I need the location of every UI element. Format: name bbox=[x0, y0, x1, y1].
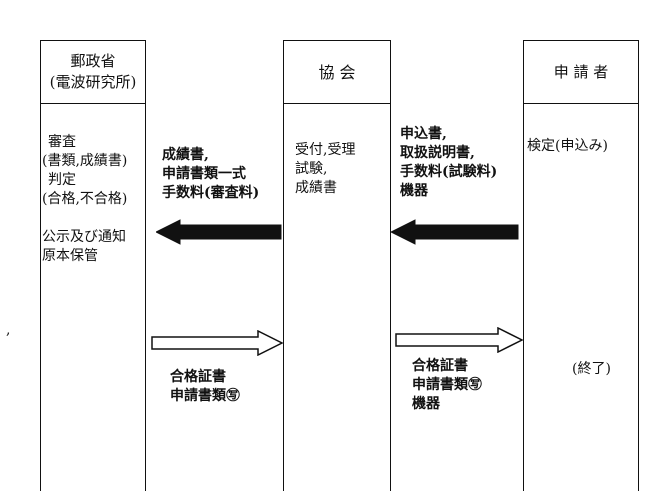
ministry-line-6: 公示及び通知 bbox=[42, 229, 126, 245]
association-column: 協 会 bbox=[283, 40, 391, 491]
association-line-1: 受付,受理 bbox=[295, 142, 356, 158]
ministry-line-2: (書類,成績書) bbox=[42, 153, 128, 169]
applicant-header: 申 請 者 bbox=[524, 41, 638, 104]
association-body: 受付,受理 試験, 成績書 bbox=[295, 141, 355, 198]
flow-right-top-line-2: 取扱説明書, bbox=[400, 145, 475, 161]
arrow-right-outline-1 bbox=[151, 330, 284, 356]
association-line-2: 試験, bbox=[295, 161, 328, 177]
ministry-header: 郵政省 (電波研究所) bbox=[41, 41, 145, 104]
flow-right-top-line-1: 申込書, bbox=[400, 126, 447, 142]
flow-left-top-line-2: 申請書類一式 bbox=[162, 166, 246, 182]
flow-left-top-line-3: 手数料(審査料) bbox=[162, 185, 260, 201]
ministry-line-1: 審査 bbox=[48, 134, 76, 150]
association-header: 協 会 bbox=[284, 41, 390, 104]
ministry-name: 郵政省 bbox=[70, 52, 116, 70]
flow-left-bottom: 合格証書 申請書類㊢ bbox=[170, 368, 240, 406]
flow-right-bottom-line-3: 機器 bbox=[412, 396, 440, 412]
flow-left-bottom-line-2: 申請書類㊢ bbox=[170, 388, 240, 404]
flow-right-bottom: 合格証書 申請書類㊢ 機器 bbox=[412, 357, 482, 414]
applicant-end: (終了) bbox=[572, 361, 611, 377]
applicant-line-1: 検定(申込み) bbox=[527, 138, 608, 154]
ministry-line-5 bbox=[42, 209, 127, 228]
ministry-body: 審査 (書類,成績書) 判定 (合格,不合格) 公示及び通知 原本保管 bbox=[42, 133, 127, 266]
applicant-body: 検定(申込み) bbox=[527, 137, 608, 156]
flow-left-top: 成績書, 申請書類一式 手数料(審査料) bbox=[162, 146, 259, 203]
association-line-3: 成績書 bbox=[295, 180, 337, 196]
arrow-right-outline-2 bbox=[395, 327, 524, 353]
flow-right-top-line-4: 機器 bbox=[400, 183, 428, 199]
flow-right-top: 申込書, 取扱説明書, 手数料(試験料) 機器 bbox=[400, 125, 497, 201]
arrow-left-solid-1 bbox=[156, 219, 282, 245]
applicant-name: 申 請 者 bbox=[553, 62, 609, 81]
ministry-line-4: (合格,不合格) bbox=[42, 191, 128, 207]
ministry-line-3: 判定 bbox=[48, 172, 76, 188]
applicant-column: 申 請 者 bbox=[523, 40, 639, 491]
ministry-line-7: 原本保管 bbox=[42, 248, 98, 264]
ministry-subname: (電波研究所) bbox=[49, 73, 137, 91]
flow-left-bottom-line-1: 合格証書 bbox=[170, 369, 226, 385]
flow-right-top-line-3: 手数料(試験料) bbox=[400, 164, 498, 180]
flow-right-bottom-line-1: 合格証書 bbox=[412, 358, 468, 374]
ministry-column: 郵政省 (電波研究所) bbox=[40, 40, 146, 491]
stray-mark: , bbox=[6, 322, 11, 338]
arrow-left-solid-2 bbox=[391, 219, 519, 245]
association-name: 協 会 bbox=[318, 62, 356, 82]
flow-right-bottom-line-2: 申請書類㊢ bbox=[412, 377, 482, 393]
flow-left-top-line-1: 成績書, bbox=[162, 147, 209, 163]
